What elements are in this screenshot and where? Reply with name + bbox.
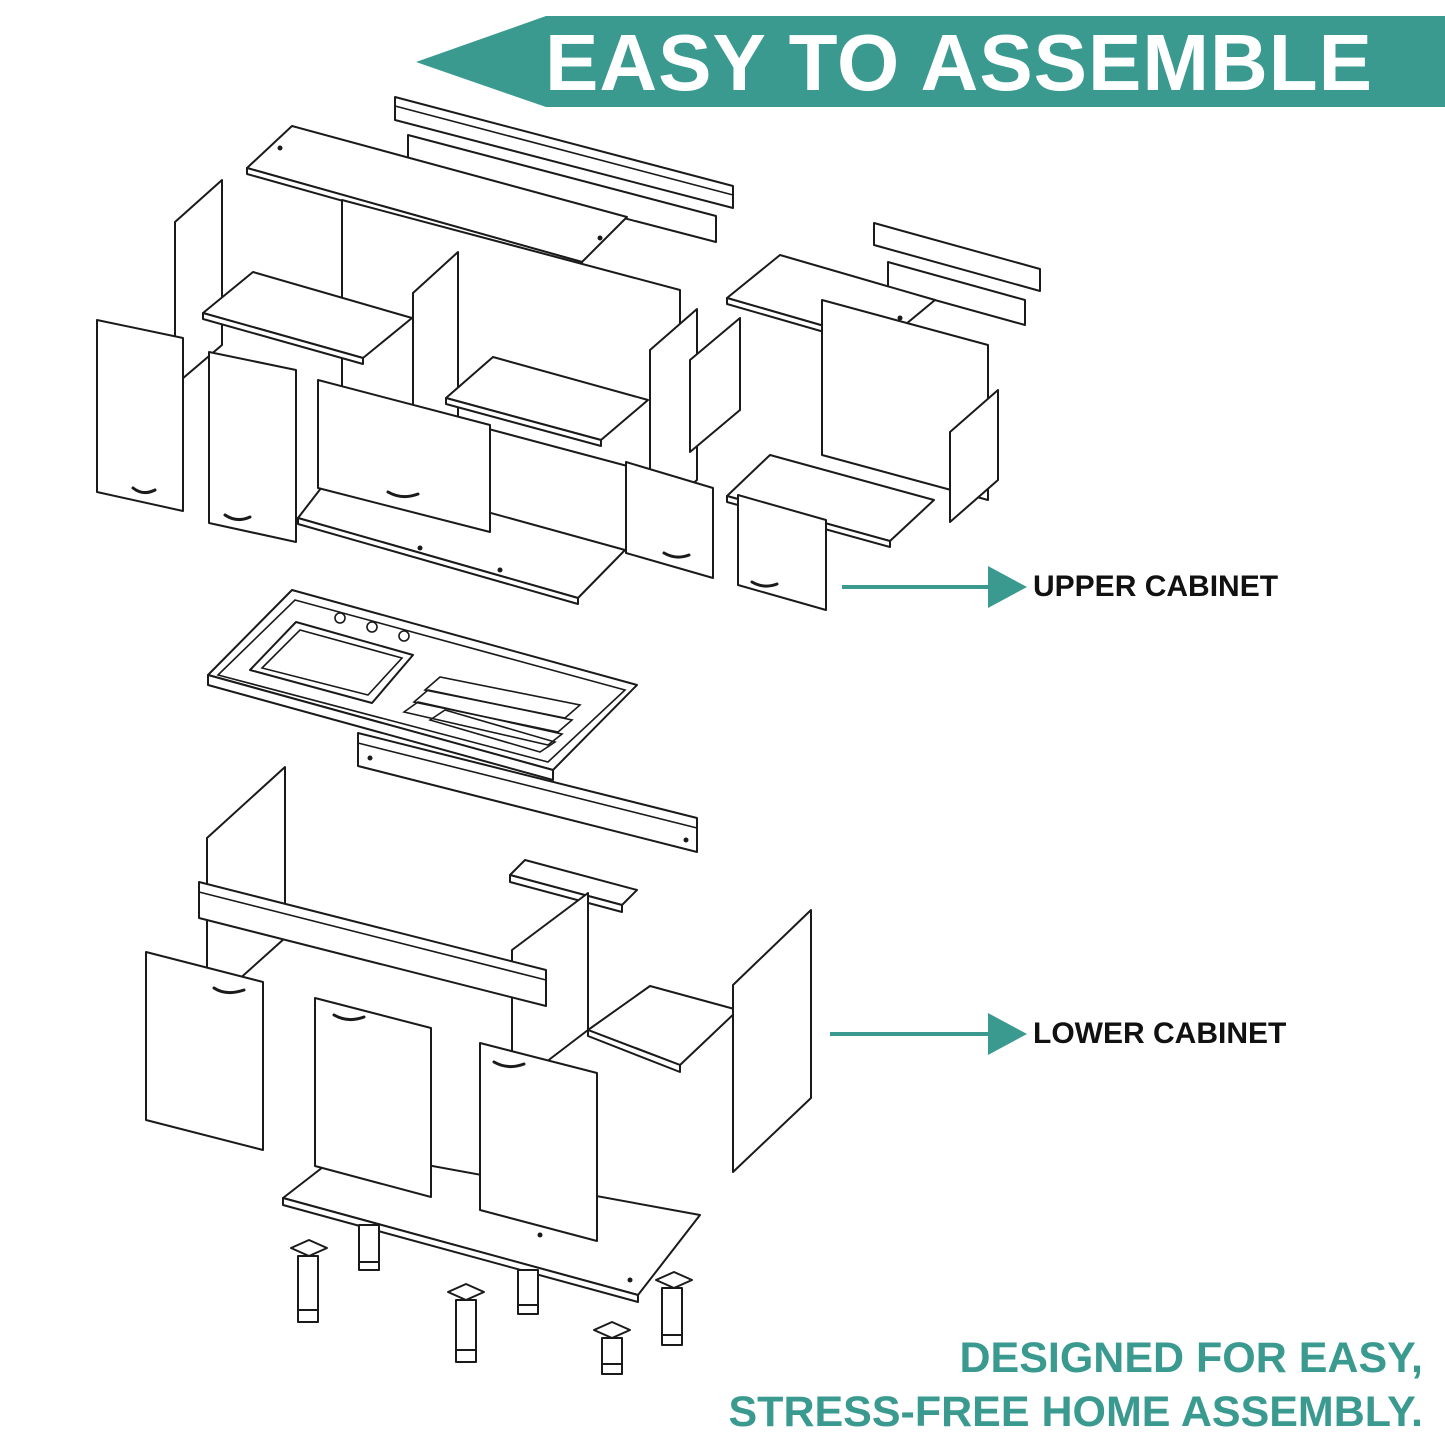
- upper-cabinet-parts: [96, 96, 1041, 611]
- lower-cabinet-label: LOWER CABINET: [1033, 1017, 1287, 1050]
- lower-front-rail: [198, 881, 547, 1007]
- upper-callout-arrow: [842, 566, 1027, 608]
- corner-right-side: [949, 389, 999, 523]
- corner-back-panel: [821, 299, 989, 501]
- lower-door-2: [314, 997, 432, 1198]
- lower-cabinet-parts: [145, 766, 812, 1303]
- leg-2: [358, 1224, 380, 1271]
- tagline-line-1: DESIGNED FOR EASY,: [959, 1334, 1423, 1382]
- leg-5: [593, 1321, 631, 1375]
- upper-back-rail-2: [407, 134, 717, 243]
- cabinet-legs: [290, 1224, 693, 1375]
- corner-back-rail: [873, 222, 1041, 292]
- sink-front-rail: [357, 732, 698, 853]
- upper-cabinet-label: UPPER CABINET: [1033, 570, 1279, 603]
- sink-countertop: [207, 589, 698, 853]
- lower-door-3: [479, 1042, 598, 1242]
- banner-arrow-shape: [416, 16, 1445, 107]
- leg-4: [517, 1269, 539, 1315]
- leg-3: [447, 1283, 485, 1363]
- lower-shelf: [587, 985, 739, 1066]
- lower-right-side-panel: [732, 909, 812, 1173]
- tagline-line-2: STRESS-FREE HOME ASSEMBLY.: [728, 1388, 1424, 1436]
- corner-left-side: [689, 317, 741, 453]
- upper-lift-door: [317, 379, 491, 533]
- upper-door-3: [625, 461, 714, 579]
- upper-left-side-panel: [174, 179, 223, 386]
- upper-back-rail: [394, 96, 734, 209]
- banner-title: EASY TO ASSEMBLE: [545, 18, 1374, 107]
- corner-door: [737, 494, 827, 611]
- corner-back-rail-2: [887, 261, 1026, 326]
- leg-6: [655, 1271, 693, 1346]
- lower-callout-arrow: [830, 1013, 1027, 1055]
- sink-basin: [249, 621, 414, 704]
- leg-1: [290, 1239, 328, 1323]
- lower-door-1: [145, 951, 264, 1151]
- upper-door-1: [96, 319, 184, 512]
- upper-door-2: [208, 351, 297, 543]
- upper-right-divider: [649, 308, 698, 521]
